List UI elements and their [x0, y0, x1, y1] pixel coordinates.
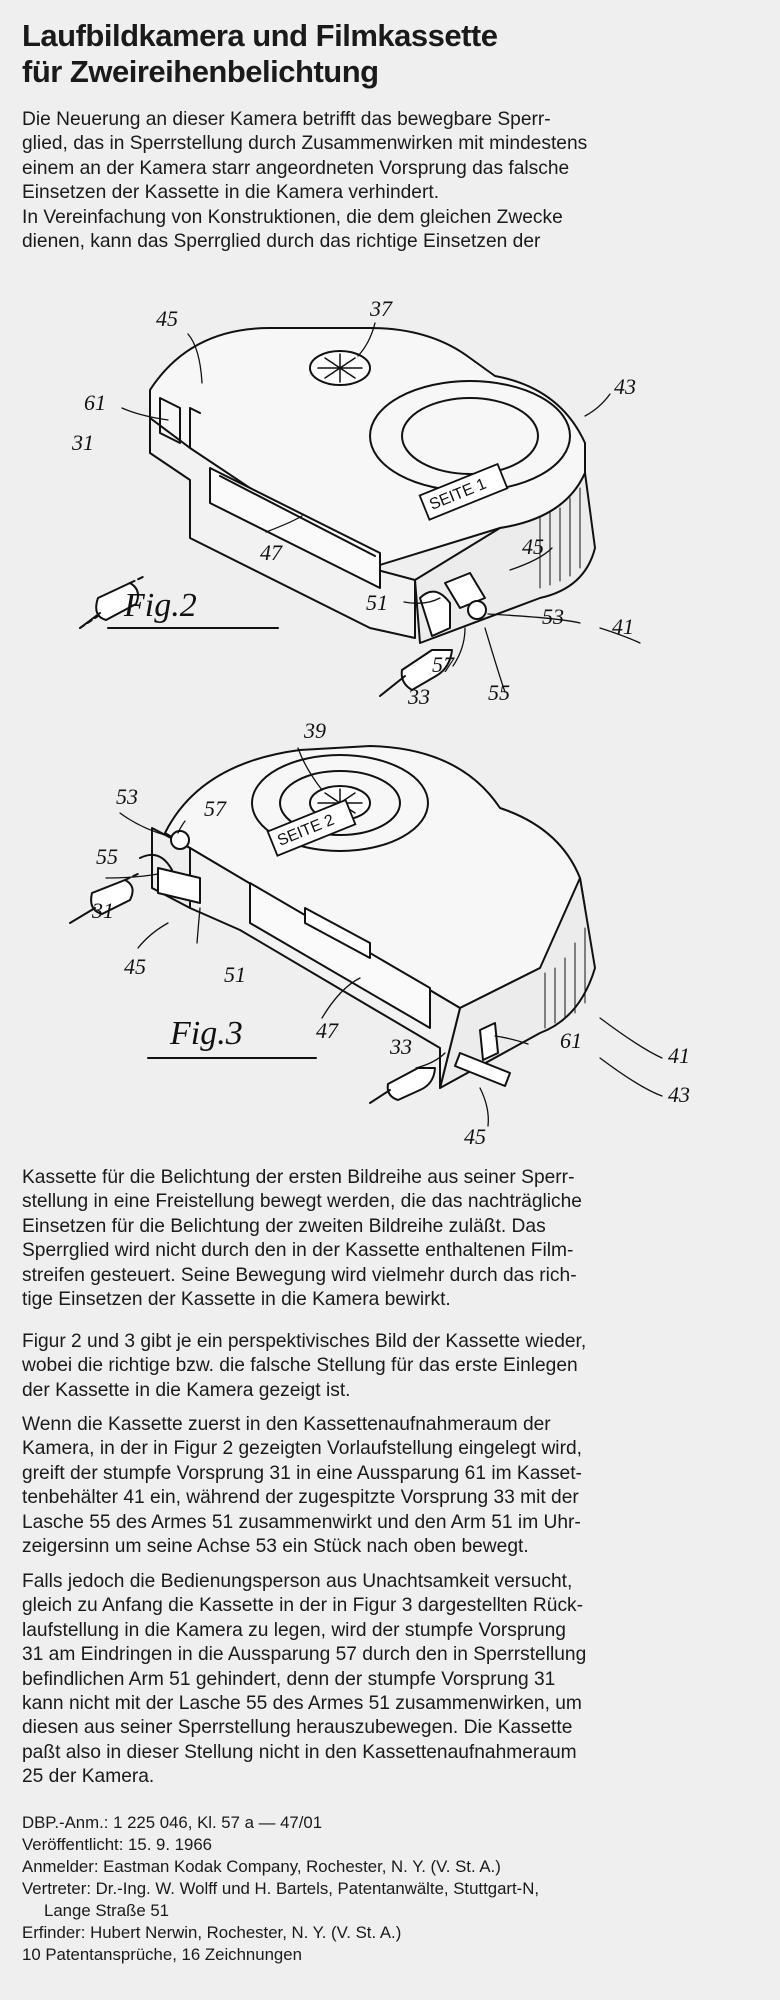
body-line: paßt also in dieser Stellung nicht in de… [22, 1741, 577, 1763]
ref-61: 61 [560, 1028, 582, 1053]
body-line: zeigersinn um seine Achse 53 ein Stück n… [22, 1536, 529, 1558]
ref-45: 45 [124, 954, 146, 979]
ref-45: 45 [464, 1124, 486, 1148]
ref-61: 61 [84, 390, 106, 415]
figure-3-label: Fig.3 [169, 1015, 243, 1052]
ref-41: 41 [612, 614, 634, 639]
applicant: Anmelder: Eastman Kodak Company, Rochest… [22, 1857, 501, 1876]
body-line: Wenn die Kassette zuerst in den Kassette… [22, 1414, 551, 1435]
body-line: 25 der Kamera. [22, 1766, 155, 1788]
ref-31: 31 [91, 898, 114, 923]
representative: Vertreter: Dr.-Ing. W. Wolff und H. Bart… [22, 1879, 540, 1898]
ref-47: 47 [316, 1018, 339, 1043]
ref-33: 33 [407, 684, 430, 708]
figure-2-drawing: 45 37 61 31 43 47 45 51 53 41 57 33 55 S… [71, 298, 641, 708]
ref-41: 41 [668, 1043, 690, 1068]
ref-55: 55 [96, 844, 118, 869]
figure-2-label: Fig.2 [123, 587, 197, 624]
patent-metadata: DBP.-Anm.: 1 225 046, Kl. 57 a — 47/01 V… [22, 1812, 762, 1966]
body-line: Lasche 55 des Armes 51 zusammenwirkt und… [22, 1511, 581, 1533]
inventor: Erfinder: Hubert Nerwin, Rochester, N. Y… [22, 1923, 402, 1942]
body-line: der Kassette in die Kamera gezeigt ist. [22, 1379, 351, 1401]
intro-line: glied, das in Sperrstellung durch Zusamm… [22, 133, 588, 155]
body-line: 31 am Eindringen in die Aussparung 57 du… [22, 1644, 587, 1666]
ref-37: 37 [369, 298, 393, 321]
ref-55: 55 [488, 680, 510, 705]
body-paragraph-2: Figur 2 und 3 gibt je ein perspektivisch… [22, 1330, 758, 1403]
ref-57: 57 [204, 796, 227, 821]
body-line: diesen aus seiner Sperrstellung herauszu… [22, 1717, 573, 1739]
body-paragraph-1: Kassette für die Belichtung der ersten B… [22, 1166, 758, 1312]
ref-45: 45 [156, 306, 178, 331]
body-line: kann nicht mit der Lasche 55 des Armes 5… [22, 1693, 582, 1715]
intro-line: Die Neuerung an dieser Kamera betrifft d… [22, 109, 551, 130]
body-line: gleich zu Anfang die Kassette in der in … [22, 1595, 584, 1617]
body-line: Figur 2 und 3 gibt je ein perspektivisch… [22, 1331, 587, 1352]
title-line-1: Laufbildkamera und Filmkassette [22, 18, 498, 53]
intro-paragraph: Die Neuerung an dieser Kamera betrifft d… [22, 108, 758, 254]
ref-53: 53 [542, 604, 564, 629]
body-line: Kamera, in der in Figur 2 gezeigten Vorl… [22, 1438, 582, 1460]
ref-51: 51 [366, 590, 388, 615]
ref-51: 51 [224, 962, 246, 987]
ref-57: 57 [432, 652, 455, 677]
page-title: Laufbildkamera und Filmkassette für Zwei… [22, 18, 762, 90]
body-line: Einsetzen für die Belichtung der zweiten… [22, 1215, 546, 1237]
body-line: tige Einsetzen der Kassette in die Kamer… [22, 1289, 451, 1311]
ref-33: 33 [389, 1034, 412, 1059]
body-paragraph-3: Wenn die Kassette zuerst in den Kassette… [22, 1413, 758, 1559]
figure-3-drawing: 39 53 57 55 31 45 51 47 33 61 41 43 45 S… [69, 718, 690, 1148]
publication-date: Veröffentlicht: 15. 9. 1966 [22, 1835, 213, 1854]
body-line: befindlichen Arm 51 gehindert, denn der … [22, 1668, 556, 1690]
ref-45: 45 [522, 534, 544, 559]
body-line: laufstellung in die Kamera zu legen, wir… [22, 1619, 566, 1641]
body-line: streifen gesteuert. Seine Bewegung wird … [22, 1264, 577, 1286]
body-line: stellung in eine Freistellung bewegt wer… [22, 1191, 582, 1213]
intro-line: einem an der Kamera starr angeordneten V… [22, 157, 570, 179]
body-line: Kassette für die Belichtung der ersten B… [22, 1167, 575, 1188]
body-line: Falls jedoch die Bedienungsperson aus Un… [22, 1571, 573, 1592]
body-line: Sperrglied wird nicht durch den in der K… [22, 1240, 574, 1262]
ref-43: 43 [614, 374, 636, 399]
body-line: tenbehälter 41 ein, während der zugespit… [22, 1487, 579, 1509]
claims-count: 10 Patentansprüche, 16 Zeichnungen [22, 1945, 302, 1964]
body-paragraph-4: Falls jedoch die Bedienungsperson aus Un… [22, 1570, 758, 1790]
ref-47: 47 [260, 540, 283, 565]
body-line: greift der stumpfe Vorsprung 31 in eine … [22, 1462, 582, 1484]
title-line-2: für Zweireihenbelichtung [22, 54, 379, 89]
intro-line: Einsetzen der Kassette in die Kamera ver… [22, 182, 440, 204]
representative-address: Lange Straße 51 [44, 1901, 170, 1920]
intro-line: dienen, kann das Sperrglied durch das ri… [22, 231, 541, 253]
ref-43: 43 [668, 1082, 690, 1107]
patent-number: DBP.-Anm.: 1 225 046, Kl. 57 a — 47/01 [22, 1813, 323, 1832]
ref-31: 31 [71, 430, 94, 455]
body-line: wobei die richtige bzw. die falsche Stel… [22, 1355, 578, 1377]
intro-line: In Vereinfachung von Konstruktionen, die… [22, 206, 563, 228]
ref-39: 39 [303, 718, 326, 743]
ref-53: 53 [116, 784, 138, 809]
